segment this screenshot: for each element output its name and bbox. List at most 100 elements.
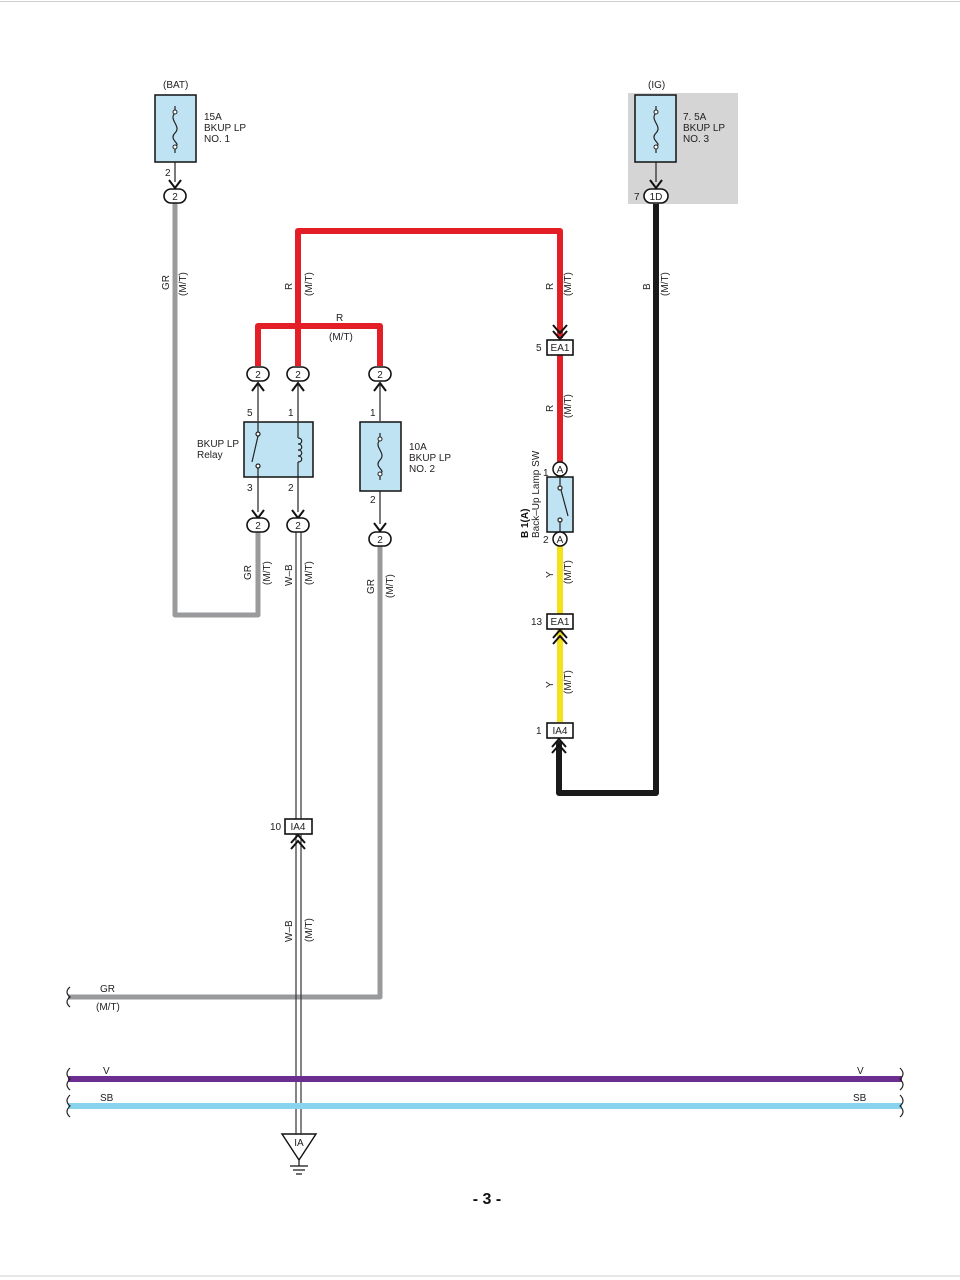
svg-text:2: 2 [172, 192, 178, 203]
svg-text:1D: 1D [650, 192, 663, 203]
relay-pin-3: 3 [247, 483, 253, 494]
connector-ia4-left: IA4 [284, 818, 313, 835]
svg-text:A: A [557, 465, 564, 476]
relay-pin-5: 5 [247, 408, 253, 419]
arrow-up-icon [290, 833, 306, 850]
label-gr-1: GR [161, 275, 172, 290]
fuse-no2-name: BKUP LP [409, 453, 451, 464]
connector-relay-bottom-left: 2 [246, 517, 270, 533]
connector-bat-2: 2 [163, 188, 187, 204]
fuse2-pin-2: 2 [370, 495, 376, 506]
arrow-down-icon [168, 179, 182, 190]
label-mt-11: (M/T) [563, 670, 574, 694]
arrow-down-icon [552, 324, 568, 341]
svg-text:2: 2 [377, 535, 383, 546]
label-gr-4: GR [100, 984, 115, 995]
switch-pin-2: 2 [543, 535, 549, 546]
switch-symbol [557, 477, 569, 532]
ground-symbol-icon [295, 1133, 302, 1135]
label-mt-3: (M/T) [563, 272, 574, 296]
svg-text:A: A [557, 535, 564, 546]
fuse-no1-rating: 15A [204, 112, 222, 123]
arrow-up-icon [551, 737, 567, 754]
connector-fuse2-bottom: 2 [368, 531, 392, 547]
label-mt-8: (M/T) [304, 561, 315, 585]
label-mt-5: (M/T) [329, 332, 353, 343]
switch-pin-1: 1 [543, 468, 549, 479]
label-y-2: Y [545, 681, 556, 688]
page-number: - 3 - [473, 1191, 501, 1208]
connector-relay-top-right: 2 [286, 366, 310, 382]
fuse-no1-pin: 2 [165, 168, 171, 179]
label-r-2: R [545, 283, 556, 290]
ig-source-label: (IG) [648, 80, 665, 91]
fuse2-pin-1: 1 [370, 408, 376, 419]
ground-ia: IA [280, 1133, 318, 1175]
ia4-right-pin: 1 [536, 726, 542, 737]
label-wb-2: W–B [284, 920, 295, 942]
label-y-1: Y [545, 571, 556, 578]
ia4-left-pin: 10 [270, 822, 282, 833]
label-gr-2: GR [243, 565, 254, 580]
fuse-no2-rating: 10A [409, 442, 427, 453]
label-mt-2: (M/T) [304, 272, 315, 296]
svg-text:2: 2 [255, 521, 261, 532]
label-mt-10: (M/T) [563, 560, 574, 584]
connector-ea1-bottom: EA1 [546, 613, 574, 630]
connector-ea1-top: EA1 [546, 339, 574, 356]
switch-name: Back–Up Lamp SW [531, 450, 542, 538]
relay-name-line1: BKUP LP [197, 439, 239, 450]
wire-r-branch [255, 323, 383, 366]
arrow-down-icon [649, 179, 663, 190]
bus-break-right [899, 1067, 904, 1118]
wire-b-ig-to-ia4 [556, 204, 659, 796]
svg-text:IA4: IA4 [290, 822, 305, 833]
svg-text:2: 2 [255, 370, 261, 381]
wire-r-top [295, 228, 563, 366]
svg-text:EA1: EA1 [551, 343, 570, 354]
wire-gr-fuse2-to-left [68, 546, 383, 1000]
label-sb-left: SB [100, 1093, 114, 1104]
label-v-left: V [103, 1066, 110, 1077]
label-mt-9: (M/T) [385, 574, 396, 598]
fuse-no3-pin: 7 [634, 192, 640, 203]
label-r-4: R [545, 405, 556, 412]
label-sb-right: SB [853, 1093, 867, 1104]
fuse-no3-number: NO. 3 [683, 134, 710, 145]
bat-source-label: (BAT) [163, 80, 188, 91]
label-b: B [642, 283, 653, 290]
svg-text:IA4: IA4 [552, 726, 567, 737]
label-mt-13: (M/T) [96, 1002, 120, 1013]
label-v-right: V [857, 1066, 864, 1077]
connector-fuse2-top: 2 [368, 366, 392, 382]
fuse-no1-number: NO. 1 [204, 134, 231, 145]
relay-pin-1: 1 [288, 408, 294, 419]
arrow-up-icon [552, 628, 568, 645]
svg-text:EA1: EA1 [551, 617, 570, 628]
svg-text:2: 2 [377, 370, 383, 381]
connector-relay-bottom-right: 2 [286, 517, 310, 533]
ea1-top-pin: 5 [536, 343, 542, 354]
relay-name-line2: Relay [197, 450, 223, 461]
wire-gr-bat-to-relay [172, 203, 261, 618]
svg-text:IA: IA [294, 1138, 304, 1149]
label-gr-3: GR [366, 579, 377, 594]
label-mt-6: (M/T) [563, 394, 574, 418]
switch-connector-a-top: A [552, 461, 568, 477]
label-mt-4: (M/T) [660, 272, 671, 296]
fuse-no3-name: BKUP LP [683, 123, 725, 134]
connector-ig-1d: 1D [643, 188, 669, 204]
label-r-3: R [336, 313, 343, 324]
fuse-no3-rating: 7. 5A [683, 112, 707, 123]
label-r-1: R [284, 283, 295, 290]
label-mt-1: (M/T) [178, 272, 189, 296]
label-mt-12: (M/T) [304, 918, 315, 942]
label-mt-7: (M/T) [262, 561, 273, 585]
switch-connector-a-bottom: A [552, 531, 568, 547]
label-wb-1: W–B [284, 564, 295, 586]
bus-break-left [66, 986, 71, 1118]
fuse-no2-number: NO. 2 [409, 464, 436, 475]
connector-relay-top-left: 2 [246, 366, 270, 382]
fuse-bkup-lp-no2 [359, 421, 402, 492]
